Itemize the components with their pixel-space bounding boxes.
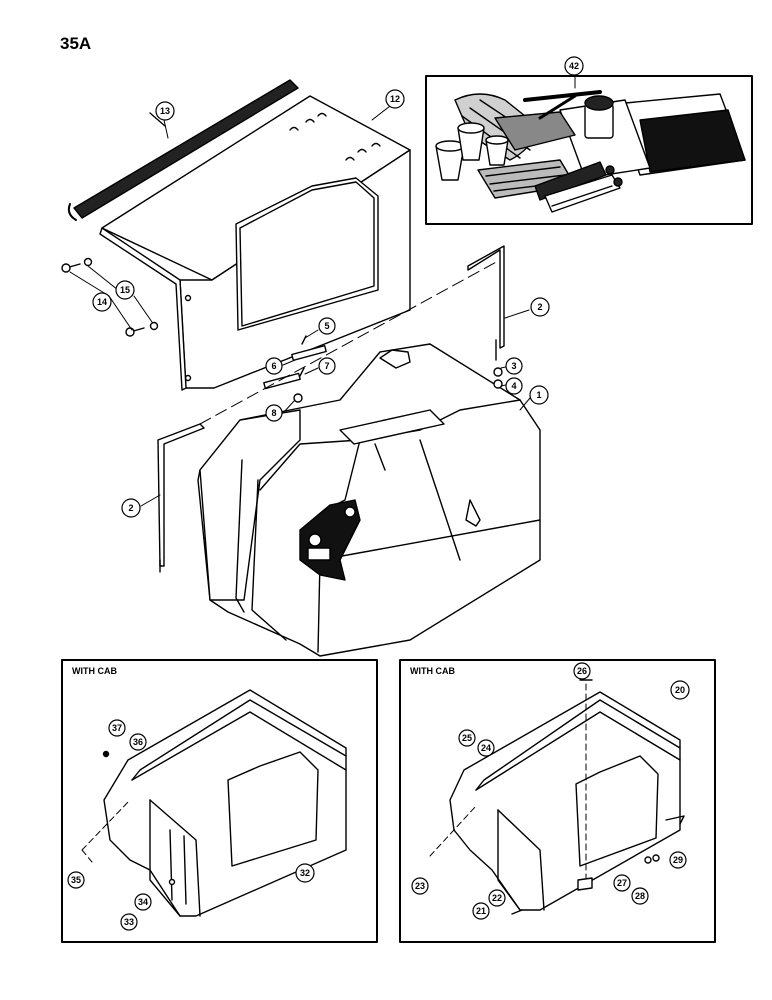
callout-32-circle [295,863,315,883]
callout-35-circle [67,871,85,889]
callout-2b-circle [121,498,141,518]
callout-12-circle [385,89,405,109]
inset-title-right: WITH CAB [410,666,455,676]
callout-4-circle [505,377,523,395]
callout-1: 1 [536,390,541,400]
with-cab-left-inset [61,659,378,943]
callout-6-circle [265,357,283,375]
callout-12: 12 [390,94,400,104]
callout-42: 42 [569,61,579,71]
callout-26: 26 [577,666,587,676]
callout-21: 21 [476,906,486,916]
callout-23: 23 [415,881,425,891]
fuel-tank-1 [197,343,541,657]
callout-32: 32 [300,868,310,878]
callout-28-circle [631,887,649,905]
callout-29: 29 [673,855,683,865]
callout-5-circle [318,317,336,335]
callout-24-circle [477,739,495,757]
callout-27-circle [613,874,631,892]
callout-33: 33 [124,917,134,927]
callout-20: 20 [675,685,685,695]
inset-title-left: WITH CAB [72,666,117,676]
callout-24: 24 [481,743,491,753]
callout-37: 37 [112,723,122,733]
shield-panel-12 [99,95,411,391]
callout-15: 15 [120,285,130,295]
callout-15-circle [115,280,135,300]
callout-8: 8 [271,408,276,418]
callout-20-circle [670,680,690,700]
callout-2a-circle [530,297,550,317]
callout-29-circle [669,851,687,869]
callout-36-circle [129,733,147,751]
callout-6: 6 [271,361,276,371]
callout-26-circle [573,662,591,680]
callout-27: 27 [617,878,627,888]
leader-lines [69,74,576,507]
callout-13: 13 [160,106,170,116]
callout-23-circle [411,877,429,895]
callout-37-circle [108,719,126,737]
callout-13-circle [155,101,175,121]
callout-7-circle [318,357,336,375]
callout-1-circle [529,385,549,405]
callout-36: 36 [133,737,143,747]
callout-42-circle [564,56,584,76]
callout-14-circle [92,292,112,312]
callouts [67,56,690,931]
callout-7: 7 [324,361,329,371]
seal-strip-13 [67,79,299,221]
callout-34-circle [134,893,152,911]
callout-2a: 2 [537,302,542,312]
callout-22: 22 [492,893,502,903]
callout-2b: 2 [128,503,133,513]
repair-kit-inset [425,75,753,225]
callout-21-circle [472,902,490,920]
with-cab-right-inset [399,659,716,943]
callout-3-circle [505,357,523,375]
page-title: 35A [60,34,92,53]
hardware [61,257,503,425]
callout-22-circle [488,889,506,907]
callout-4: 4 [511,381,516,391]
callout-25: 25 [462,733,472,743]
callout-28: 28 [635,891,645,901]
callout-14: 14 [97,297,107,307]
callout-25-circle [458,729,476,747]
callout-8-circle [265,404,283,422]
callout-3: 3 [511,361,516,371]
callout-33-circle [120,913,138,931]
callout-5: 5 [324,321,329,331]
callout-35: 35 [71,875,81,885]
callout-34: 34 [138,897,148,907]
